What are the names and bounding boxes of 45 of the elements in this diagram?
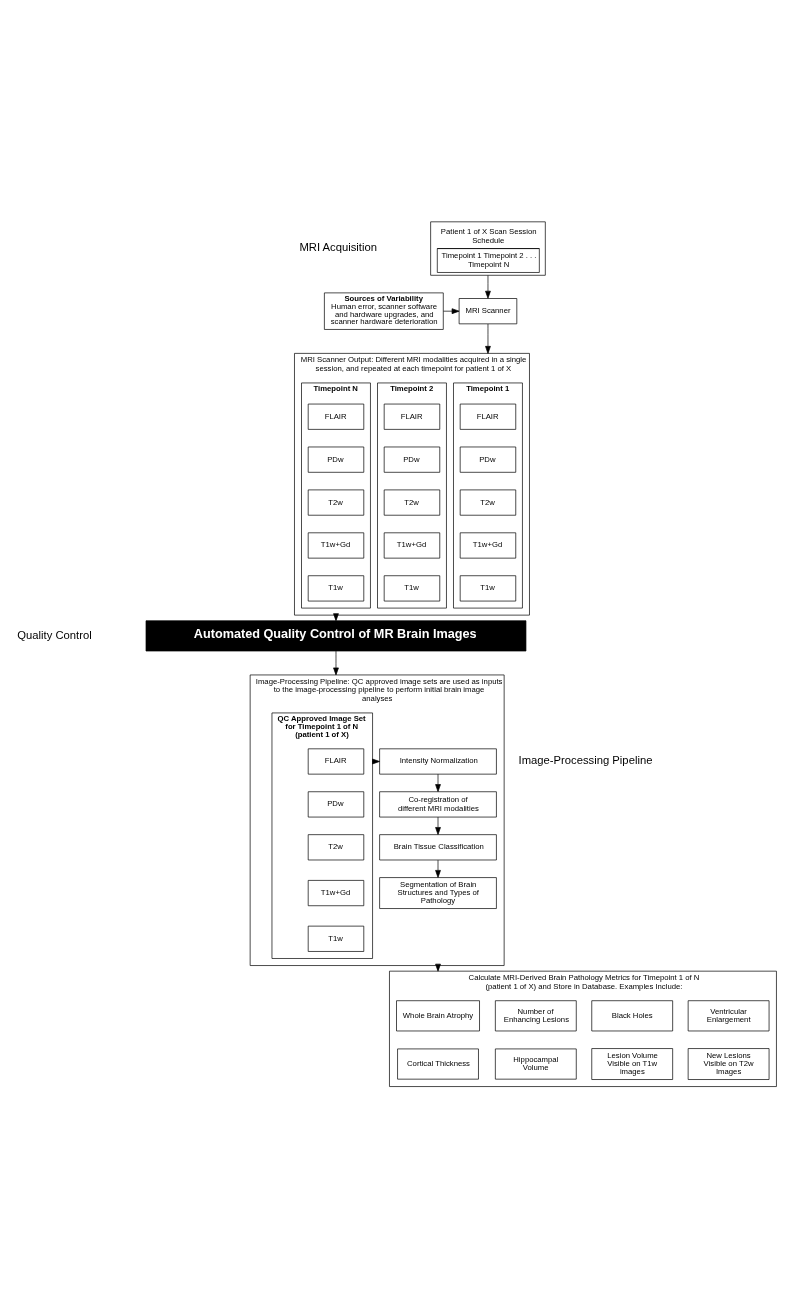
arrow xyxy=(333,650,339,675)
label: MRI Acquisition xyxy=(299,240,377,253)
arrow xyxy=(485,323,491,354)
node-box: T1w xyxy=(383,574,441,601)
label: Image-Processing Pipeline xyxy=(518,753,653,766)
node-box: FLAIR xyxy=(459,403,517,430)
node-box: T1w+Gd xyxy=(383,531,441,558)
node-box: T2w xyxy=(383,489,441,516)
node-box: PDw xyxy=(307,790,365,817)
node-box: T2w xyxy=(307,489,365,516)
node-box: Co-registration of different MRI modalities xyxy=(379,790,497,817)
node-box: T1w xyxy=(307,925,365,952)
node-box: New Lesions Visible on T2w Images xyxy=(687,1047,770,1080)
node-box: Cortical Thickness xyxy=(397,1048,479,1079)
label: Quality Control xyxy=(17,628,92,641)
arrow xyxy=(485,274,491,299)
node-box: PDw xyxy=(383,446,441,473)
node-box: T1w+Gd xyxy=(307,879,365,906)
node-box: PDw xyxy=(307,446,365,473)
arrow xyxy=(435,816,441,835)
node-box: Ventricular Enlargement xyxy=(687,999,770,1031)
arrow xyxy=(435,859,441,878)
node-box: T1w+Gd xyxy=(307,531,365,558)
node-box: Sources of Variability Human error, scanner software and hardware upgrades, and scanner hardware deterioration xyxy=(324,292,444,330)
node-box: T1w+Gd xyxy=(459,531,517,558)
node-box: MRI Scanner xyxy=(458,297,518,324)
node-box: T2w xyxy=(307,833,365,860)
node-box: Segmentation of Brain Structures and Types of Pathology xyxy=(379,876,497,909)
node-box: FLAIR xyxy=(307,403,365,430)
node-box: FLAIR xyxy=(383,403,441,430)
node-box: Number of Enhancing Lesions xyxy=(495,999,577,1031)
node-box: PDw xyxy=(459,446,517,473)
node-box: Brain Tissue Classification xyxy=(379,833,497,860)
node-box: Intensity Normalization xyxy=(379,747,497,774)
node-box: T1w xyxy=(459,574,517,601)
node-box: Black Holes xyxy=(591,999,673,1031)
node-box: Whole Brain Atrophy xyxy=(396,999,480,1031)
node-box: Automated Quality Control of MR Brain Images xyxy=(145,619,527,651)
node-box: Hippocampal Volume xyxy=(495,1048,577,1079)
arrow xyxy=(443,307,460,314)
node-box: FLAIR xyxy=(307,747,365,774)
node-box: Lesion Volume Visible on T1w images xyxy=(591,1047,673,1080)
arrow xyxy=(435,773,441,792)
node-box: T2w xyxy=(459,489,517,516)
node-box: T1w xyxy=(307,574,365,601)
